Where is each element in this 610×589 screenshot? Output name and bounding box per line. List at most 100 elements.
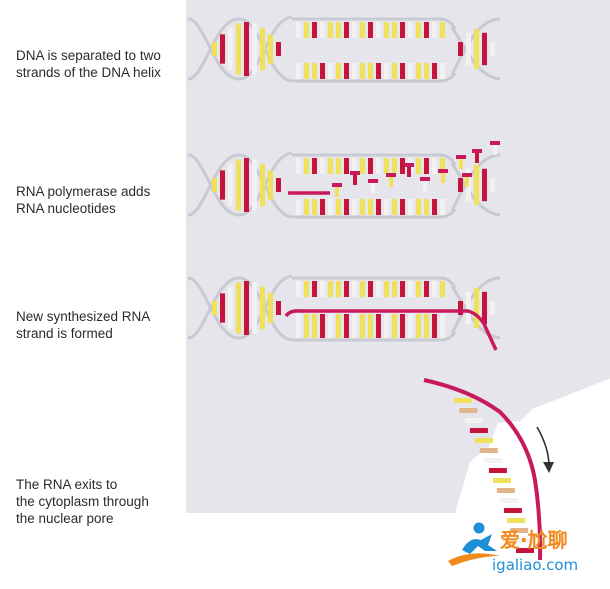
dna-top-base: [312, 22, 317, 38]
dna-bottom-base: [312, 314, 317, 338]
step-label-dna-separated: DNA is separated to two strands of the D…: [16, 48, 161, 80]
dna-bottom-base: [400, 314, 405, 338]
dna-base-pair: [212, 178, 217, 192]
dna-top-base: [336, 281, 341, 297]
dna-bottom-base: [376, 199, 381, 215]
dna-top-base: [344, 281, 349, 297]
dna-base-pair: [482, 32, 487, 66]
dna-bottom-base: [344, 314, 349, 338]
dna-bottom-base: [328, 199, 333, 215]
exit-direction-arrowhead: [543, 462, 554, 473]
dna-base-pair: [276, 42, 281, 56]
step-label-rna-polymerase: RNA polymerase adds RNA nucleotides: [16, 184, 151, 216]
dna-top-base: [368, 281, 373, 297]
dna-bottom-base: [392, 63, 397, 79]
watermark-logo-icon: [448, 522, 500, 566]
dna-bottom-base: [320, 63, 325, 79]
step-label-rna-formed: New synthesized RNA strand is formed: [16, 309, 151, 341]
dna-top-base: [376, 281, 381, 297]
dna-top-base: [304, 281, 309, 297]
dna-bottom-base: [440, 63, 445, 79]
dna-base-pair: [228, 163, 233, 207]
rna-nucleotide-base: [465, 177, 469, 187]
dna-bottom-base: [360, 63, 365, 79]
dna-base-pair: [220, 170, 225, 200]
exiting-rna-base: [474, 438, 493, 443]
dna-backbone: [187, 15, 293, 81]
dna-base-pair: [458, 301, 463, 315]
exiting-rna-base: [496, 488, 515, 493]
dna-base-pair: [268, 34, 273, 64]
dna-top-base: [304, 158, 309, 174]
dna-bottom-base: [368, 63, 373, 79]
exiting-rna-base: [513, 538, 532, 543]
dna-base-pair: [490, 42, 495, 56]
dna-bottom-base: [376, 314, 381, 338]
dna-top-base: [416, 281, 421, 297]
dna-top-base: [384, 22, 389, 38]
dna-top-base: [360, 158, 365, 174]
dna-bottom-base: [352, 314, 357, 338]
exiting-rna-base: [516, 548, 534, 553]
dna-top-base: [400, 158, 405, 174]
dna-bottom-base: [424, 199, 429, 215]
dna-bottom-base: [440, 199, 445, 215]
dna-base-pair: [252, 159, 257, 211]
dna-bottom-base: [296, 314, 301, 338]
dna-bottom-base: [352, 199, 357, 215]
dna-backbone: [187, 17, 293, 83]
rna-nucleotide-base: [335, 187, 339, 197]
rna-nucleotide: [332, 183, 342, 187]
dna-base-pair: [466, 32, 471, 66]
rna-nucleotide-base: [459, 159, 463, 169]
dna-top-base: [328, 281, 333, 297]
dna-base-pair: [252, 23, 257, 75]
dna-base-pair: [228, 286, 233, 330]
dna-bottom-base: [384, 199, 389, 215]
dna-bottom-base: [352, 63, 357, 79]
dna-base-pair: [260, 27, 265, 71]
dna-bottom-base: [416, 63, 421, 79]
rna-nucleotide: [386, 173, 396, 177]
dna-top-base: [352, 158, 357, 174]
dna-base-pair: [276, 178, 281, 192]
exiting-rna-base: [484, 458, 503, 463]
dna-top-base: [424, 281, 429, 297]
exiting-rna-base: [507, 518, 526, 523]
dna-top-base: [392, 22, 397, 38]
rna-nucleotide: [456, 155, 466, 159]
exiting-rna-base: [510, 528, 529, 533]
dna-bottom-base: [408, 199, 413, 215]
nucleus: [186, 0, 610, 513]
dna-base-pair: [236, 23, 241, 75]
rna-nucleotide: [420, 177, 430, 181]
dna-bottom-base: [408, 314, 413, 338]
dna-bottom-base: [400, 63, 405, 79]
dna-top-base: [392, 158, 397, 174]
dna-base-pair: [268, 170, 273, 200]
rna-nucleotide: [350, 171, 360, 175]
dna-bottom-base: [424, 314, 429, 338]
rna-nucleotide: [368, 179, 378, 183]
dna-top-base: [360, 281, 365, 297]
exiting-rna-base: [488, 468, 507, 473]
rna-nucleotide-base: [475, 153, 479, 163]
dna-bottom-base: [424, 63, 429, 79]
dna-bottom-base: [368, 199, 373, 215]
dna-base-pair: [212, 301, 217, 315]
dna-top-base: [432, 281, 437, 297]
rna-nucleotide-base: [493, 145, 497, 155]
dna-bottom-base: [416, 199, 421, 215]
dna-top-base: [312, 281, 317, 297]
step-label-rna-exit: The RNA exits to the cytoplasm through t…: [16, 477, 149, 526]
dna-bottom-base: [320, 314, 325, 338]
dna-top-base: [320, 281, 325, 297]
dna-top-base: [352, 281, 357, 297]
rna-nucleotide-base: [441, 173, 445, 183]
dna-base-pair: [260, 286, 265, 330]
dna-base-pair: [490, 301, 495, 315]
dna-base-pair: [260, 163, 265, 207]
watermark-url: igaliao.com: [492, 556, 578, 574]
dna-bottom-base: [360, 314, 365, 338]
